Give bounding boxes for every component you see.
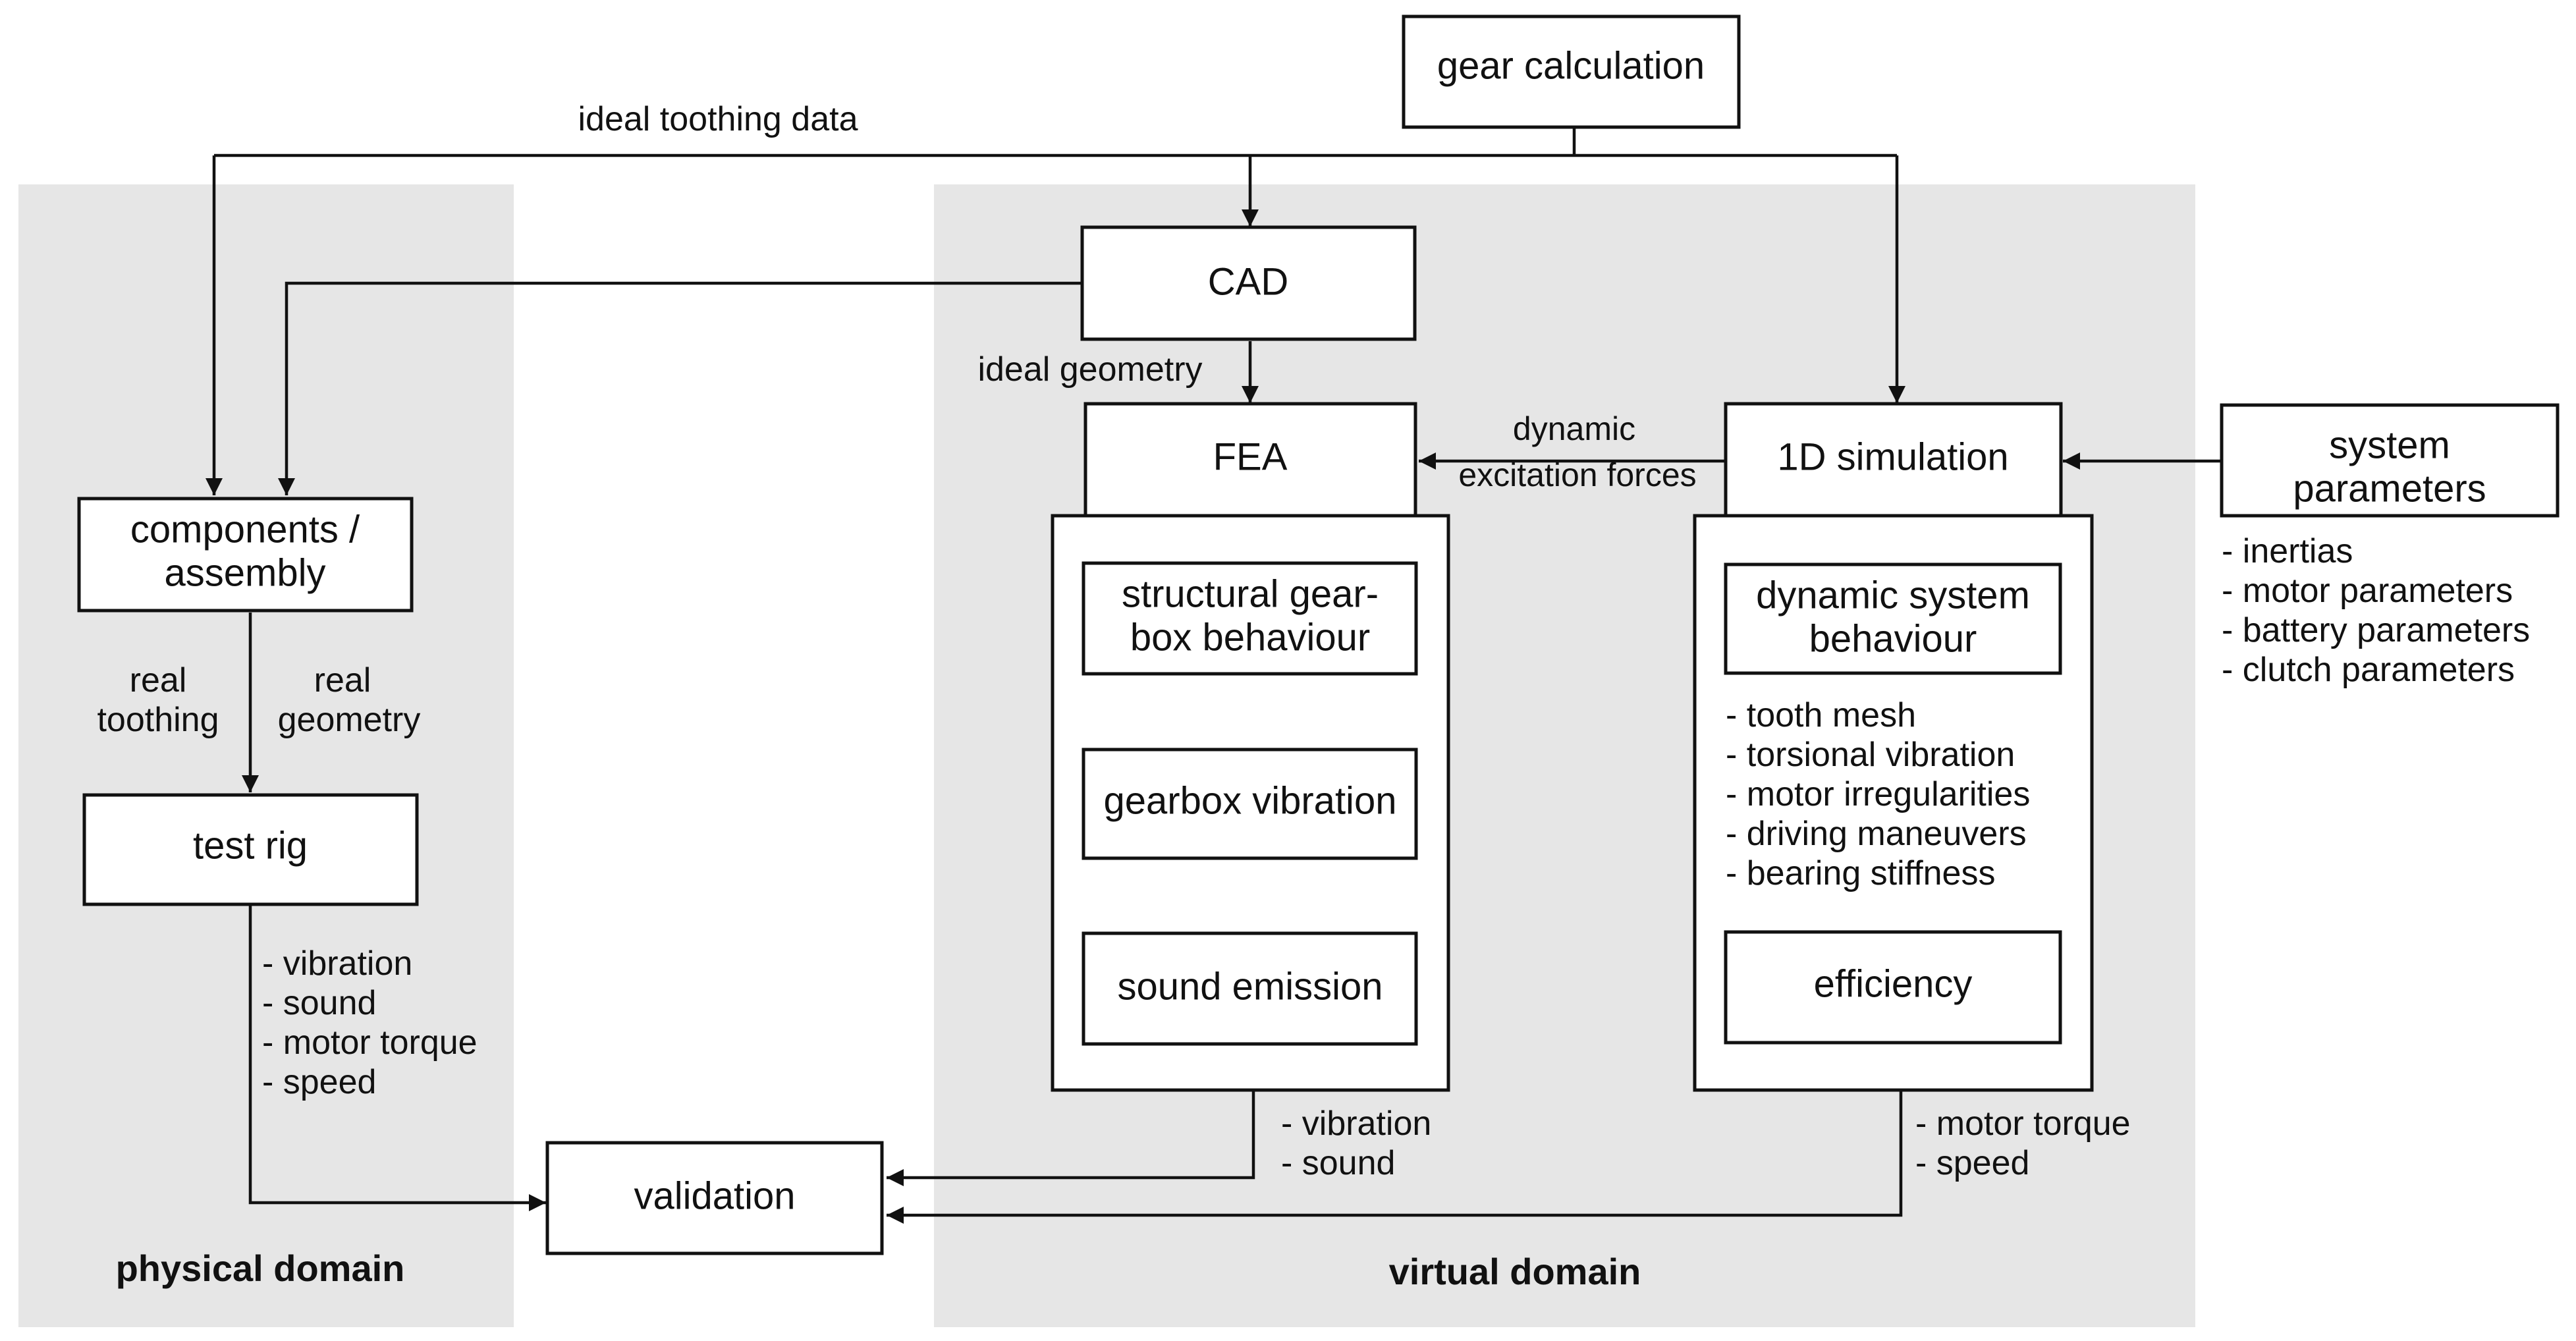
simulation-outputs-list: - tooth mesh - torsional vibration - mot… xyxy=(1726,696,2030,892)
dynamic-excitation-label-line-2: excitation forces xyxy=(1458,456,1696,493)
system-parameters-box: system parameters xyxy=(2220,403,2560,518)
list-item: - motor irregularities xyxy=(1726,775,2030,813)
efficiency-label: efficiency xyxy=(1814,962,1973,1005)
list-item: - sound xyxy=(1281,1144,1395,1182)
gearbox-vibration-label: gearbox vibration xyxy=(1104,779,1397,822)
virtual-domain-title: virtual domain xyxy=(1389,1251,1641,1292)
list-item: - bearing stiffness xyxy=(1726,854,1995,892)
ideal-toothing-data-label: ideal toothing data xyxy=(578,100,858,138)
fea-label: FEA xyxy=(1213,435,1288,478)
fea-outputs-list: - vibration - sound xyxy=(1281,1105,1431,1182)
simulation-to-validation-list: - motor torque - speed xyxy=(1915,1105,2131,1182)
validation-label: validation xyxy=(634,1174,795,1217)
dynamic-system-behaviour-box: dynamic system behaviour xyxy=(1724,562,2062,675)
test-rig-outputs-list: - vibration - sound - motor torque - spe… xyxy=(262,944,478,1101)
dynamic-behaviour-label-line-1: dynamic system xyxy=(1756,574,2030,616)
components-label-line-1: components / xyxy=(130,508,360,551)
gear-calculation-box: gear calculation xyxy=(1402,14,1741,129)
structural-behaviour-label-line-1: structural gear- xyxy=(1122,572,1379,615)
physical-domain-title: physical domain xyxy=(116,1247,405,1289)
physical-domain-region xyxy=(18,184,514,1327)
list-item: - motor torque xyxy=(1915,1105,2131,1143)
list-item: - speed xyxy=(1915,1144,2029,1182)
arrow-fea-to-validation xyxy=(887,1090,1255,1186)
list-item: - speed xyxy=(262,1063,376,1101)
list-item: - vibration xyxy=(1281,1105,1431,1143)
cad-box: CAD xyxy=(1080,225,1417,341)
dynamic-excitation-label-line-1: dynamic xyxy=(1513,410,1635,447)
components-label-line-2: assembly xyxy=(165,551,326,594)
connectors xyxy=(206,127,2222,1224)
list-item: - torsional vibration xyxy=(1726,736,2015,774)
components-assembly-box: components / assembly xyxy=(77,497,414,613)
real-geometry-label-line-1: real xyxy=(314,661,371,699)
arrow-cad-to-components xyxy=(278,281,1082,495)
list-item: - vibration xyxy=(262,944,412,983)
arrow-test-rig-to-validation xyxy=(248,904,546,1211)
test-rig-box: test rig xyxy=(82,793,419,906)
arrow-1d-simulation-to-validation xyxy=(887,1090,1903,1224)
structural-behaviour-label-line-2: box behaviour xyxy=(1130,616,1370,659)
gear-calculation-label: gear calculation xyxy=(1437,44,1705,87)
fea-box: FEA xyxy=(1083,402,1417,518)
system-parameters-label-line-2: parameters xyxy=(2293,467,2486,510)
structural-gearbox-behaviour-box: structural gear- box behaviour xyxy=(1082,561,1418,676)
list-item: - battery parameters xyxy=(2222,611,2530,649)
test-rig-label: test rig xyxy=(193,824,308,867)
list-item: - clutch parameters xyxy=(2222,651,2515,689)
1d-simulation-box: 1D simulation xyxy=(1724,402,2063,518)
sound-emission-label: sound emission xyxy=(1118,965,1383,1008)
real-toothing-label-line-1: real xyxy=(130,661,187,699)
system-parameters-list: - inertias - motor parameters - battery … xyxy=(2222,532,2530,689)
ideal-geometry-label: ideal geometry xyxy=(977,350,1202,389)
list-item: - motor parameters xyxy=(2222,572,2513,610)
gearbox-vibration-box: gearbox vibration xyxy=(1082,748,1418,860)
dynamic-behaviour-label-line-2: behaviour xyxy=(1809,617,1977,660)
list-item: - tooth mesh xyxy=(1726,696,1916,734)
list-item: - inertias xyxy=(2222,532,2353,570)
real-toothing-label-line-2: toothing xyxy=(97,701,219,739)
list-item: - sound xyxy=(262,984,376,1022)
1d-simulation-label: 1D simulation xyxy=(1777,435,2008,478)
cad-label: CAD xyxy=(1208,260,1288,303)
validation-box: validation xyxy=(545,1141,884,1255)
list-item: - motor torque xyxy=(262,1024,478,1062)
system-parameters-label-line-1: system xyxy=(2329,424,2450,466)
real-geometry-label-line-2: geometry xyxy=(278,701,421,739)
efficiency-box: efficiency xyxy=(1724,930,2062,1045)
sound-emission-box: sound emission xyxy=(1082,931,1418,1046)
list-item: - driving maneuvers xyxy=(1726,815,2027,853)
